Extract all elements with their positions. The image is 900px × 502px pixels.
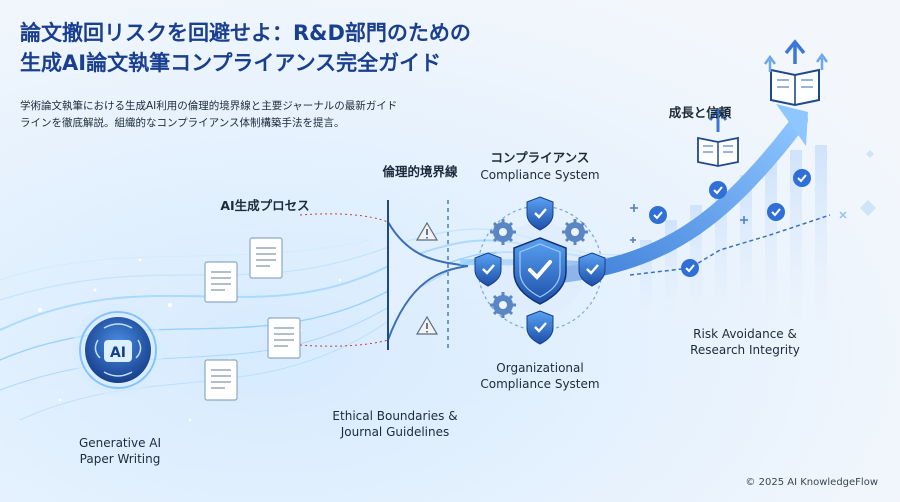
subtitle-line-2: ラインを徹底解説。組織的なコンプライアンス体制構築手法を提言。 — [20, 117, 345, 129]
secondary-trend-line — [629, 214, 831, 276]
warning-icon — [415, 315, 439, 335]
risk-avoidance-label-line-2: Research Integrity — [690, 343, 800, 357]
title-line-2: 生成AI論文執筆コンプライアンス完全ガイド — [20, 51, 442, 75]
page-title: 論文撤回リスクを回避せよ：R&D部門のための 生成AI論文執筆コンプライアンス完… — [20, 18, 471, 78]
ai-icon-text: AI — [110, 345, 126, 361]
gear-icon — [562, 219, 588, 245]
document-icon — [267, 317, 301, 359]
generative-ai-label-line-2: Paper Writing — [79, 452, 161, 466]
ethical-boundary-funnel — [299, 200, 469, 350]
diamond-sparkles — [860, 150, 876, 216]
shield-check-icon — [578, 252, 606, 287]
sparkles — [38, 258, 342, 422]
generative-ai-label-line-1: Generative AI — [78, 436, 162, 450]
ai-process-label: AI生成プロセス — [220, 198, 310, 213]
shield-check-icon — [526, 310, 554, 345]
risk-avoidance-label: Risk Avoidance & Research Integrity — [670, 326, 820, 358]
copyright: © 2025 AI KnowledgeFlow — [745, 477, 878, 488]
book-icon — [697, 136, 739, 167]
page-subtitle: 学術論文執筆における生成AI利用の倫理的境界線と主要ジャーナルの最新ガイド ライ… — [20, 98, 460, 132]
risk-avoidance-label-line-1: Risk Avoidance & — [693, 327, 797, 341]
growth-arrow — [552, 112, 808, 283]
up-arrow-icon — [784, 39, 806, 64]
document-icon — [204, 261, 238, 303]
up-arrow-icon — [763, 54, 777, 72]
document-icon — [204, 359, 238, 401]
check-circle-icons — [649, 169, 811, 277]
title-line-1: 論文撤回リスクを回避せよ：R&D部門のための — [20, 21, 471, 45]
ai-brain-icon — [72, 304, 164, 396]
shield-check-icon — [474, 252, 502, 287]
main-shield-check-icon — [513, 237, 567, 305]
up-arrow-icon — [708, 107, 728, 132]
generative-ai-label: Generative AI Paper Writing — [40, 435, 200, 467]
growth-jp-label: 成長と信頼 — [668, 105, 732, 120]
ethics-en-label: Ethical Boundaries & Journal Guidelines — [315, 408, 475, 440]
document-icon — [249, 237, 283, 279]
plus-sparkles — [630, 204, 847, 243]
org-compliance-label: Organizational Compliance System — [460, 360, 620, 392]
subtitle-line-1: 学術論文執筆における生成AI利用の倫理的境界線と主要ジャーナルの最新ガイド — [20, 100, 398, 112]
ethics-en-label-line-2: Journal Guidelines — [340, 425, 450, 439]
up-arrow-icon — [815, 52, 829, 70]
growth-arrow-head — [776, 104, 808, 146]
document-icons — [204, 237, 301, 401]
gear-icon — [490, 292, 516, 318]
ethics-en-label-line-1: Ethical Boundaries & — [332, 409, 458, 423]
org-compliance-label-line-2: Compliance System — [480, 377, 600, 391]
shield-check-icon — [526, 196, 554, 231]
warning-icon — [415, 221, 439, 241]
gear-icon — [490, 219, 516, 245]
compliance-jp-label: コンプライアンス — [490, 150, 590, 165]
ethics-jp-label: 倫理的境界線 — [382, 164, 458, 179]
book-icon — [770, 68, 820, 107]
compliance-en-label: Compliance System — [480, 168, 600, 182]
org-compliance-label-line-1: Organizational — [496, 361, 584, 375]
